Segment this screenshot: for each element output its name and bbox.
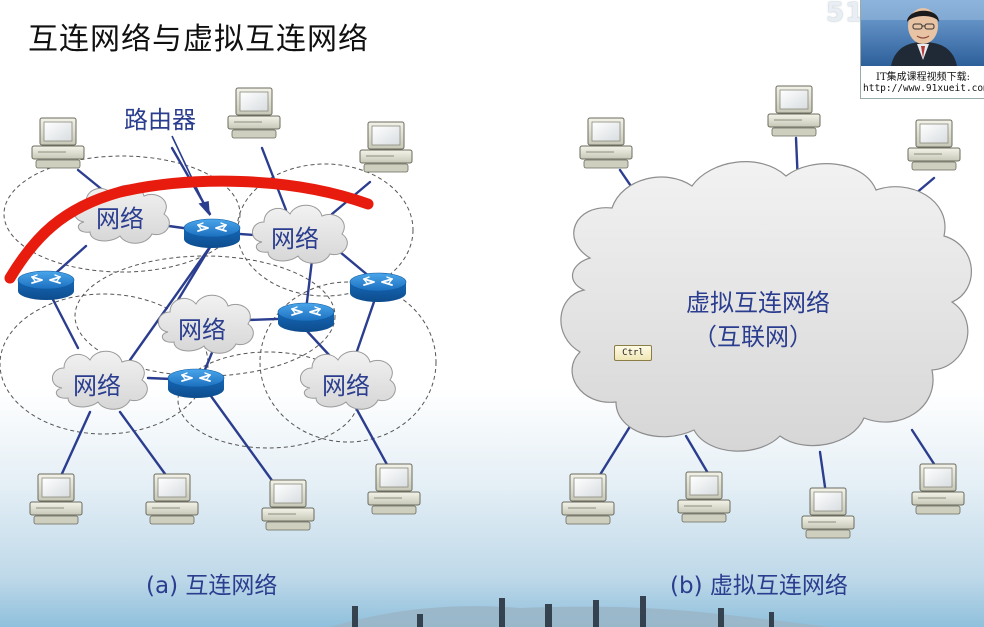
computer-icon: [907, 119, 961, 171]
internet-label: （互联网）: [693, 323, 813, 351]
computer-icon: [367, 463, 421, 515]
computer-icon: [677, 471, 731, 523]
router-label: 路由器: [124, 106, 196, 134]
router-pointer: [171, 135, 210, 217]
presenter-caption: IT集成课程视频下载:: [876, 72, 970, 83]
computer-icon: [767, 85, 821, 137]
computer-icon: [359, 121, 413, 173]
bottom-decoration: [330, 596, 830, 627]
virtual-network-label: 虚拟互连网络: [686, 289, 830, 317]
computer-icon: [227, 87, 281, 139]
ctrl-key-tooltip: Ctrl: [614, 345, 652, 361]
caption-b: (b) 虚拟互连网络: [670, 573, 848, 599]
router-icon: [183, 218, 241, 249]
network-label: 网络: [178, 316, 226, 344]
presenter-video: IT集成课程视频下载: http://www.91xueit.com: [860, 0, 984, 99]
computer-icon: [261, 479, 315, 531]
annotation-stroke: [4, 175, 374, 284]
computer-icon: [579, 117, 633, 169]
computer-icon: [31, 117, 85, 169]
computer-icon: [561, 473, 615, 525]
computer-icon: [145, 473, 199, 525]
router-icon: [167, 368, 225, 399]
computer-icon: [801, 487, 855, 539]
network-label: 网络: [73, 372, 121, 400]
computer-icon: [911, 463, 965, 515]
computer-icon: [29, 473, 83, 525]
network-label: 网络: [96, 205, 144, 233]
virtual-network-cloud: [560, 161, 972, 452]
network-label: 网络: [322, 372, 370, 400]
router-icon: [349, 272, 407, 303]
page-title: 互连网络与虚拟互连网络: [28, 22, 369, 57]
presenter-url: http://www.91xueit.com: [863, 83, 984, 94]
presenter-portrait: [861, 0, 984, 66]
caption-a: (a) 互连网络: [146, 573, 278, 599]
router-icon: [277, 302, 335, 333]
network-label: 网络: [271, 225, 319, 253]
router-icon: [17, 270, 75, 301]
